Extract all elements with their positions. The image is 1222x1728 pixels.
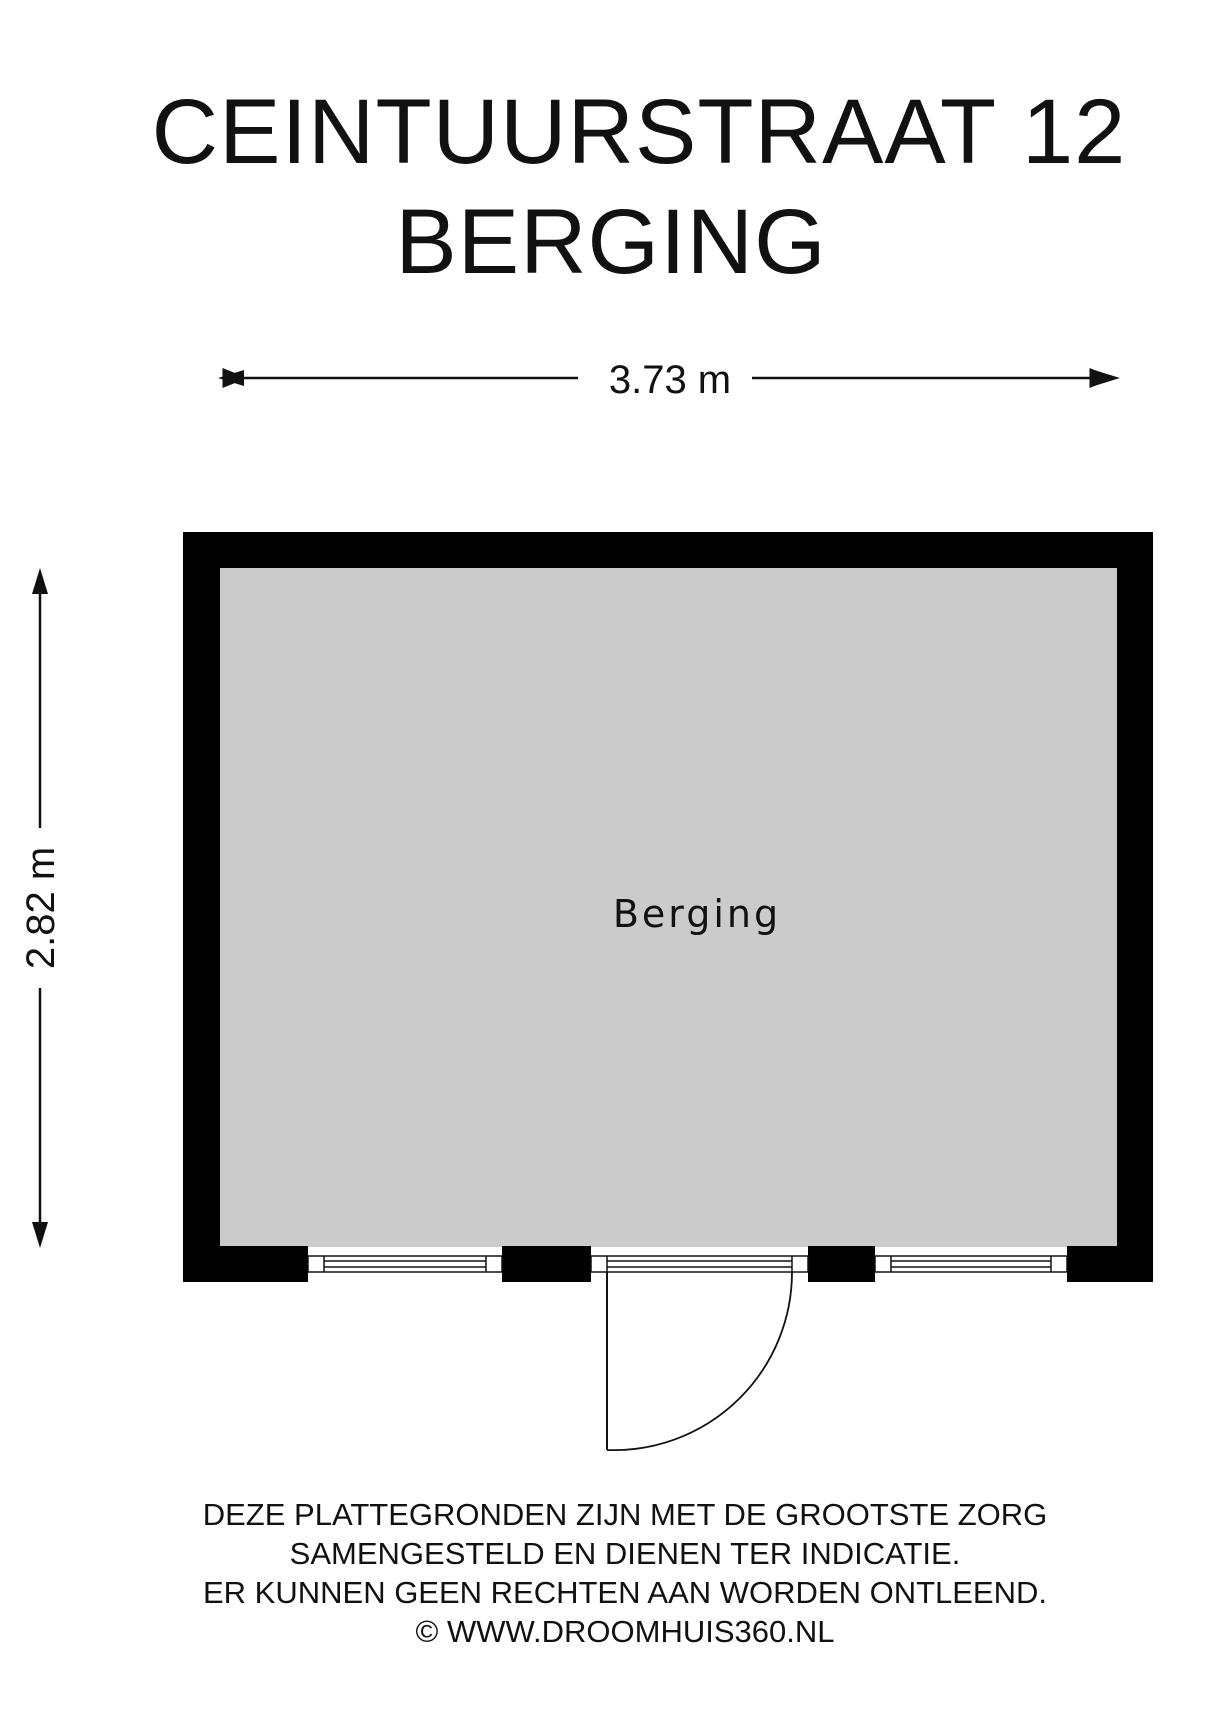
door-swing-arc bbox=[606, 1271, 793, 1451]
wall-bottom-segment-3 bbox=[808, 1246, 875, 1282]
window-2 bbox=[874, 1255, 1068, 1273]
height-arrow-up-icon bbox=[32, 568, 48, 594]
disclaimer-line-2: SAMENGESTELD EN DIENEN TER INDICATIE. bbox=[289, 1536, 961, 1571]
height-arrow-down-icon bbox=[32, 1222, 48, 1248]
height-label: 2.82 m bbox=[19, 847, 63, 969]
wall-bottom-segment-1 bbox=[183, 1246, 308, 1282]
room-floor bbox=[218, 565, 1120, 1247]
wall-left bbox=[183, 532, 220, 1282]
door bbox=[590, 1255, 809, 1451]
wall-right bbox=[1117, 532, 1153, 1282]
wall-top bbox=[183, 532, 1153, 568]
wall-bottom-segment-2 bbox=[502, 1246, 591, 1282]
disclaimer-line-3: ER KUNNEN GEEN RECHTEN AAN WORDEN ONTLEE… bbox=[203, 1575, 1047, 1610]
wall-bottom-segment-4 bbox=[1067, 1246, 1153, 1282]
width-arrow-left-icon bbox=[218, 370, 244, 386]
height-dimension: 2.82 m bbox=[19, 568, 63, 1248]
window-1 bbox=[307, 1255, 503, 1273]
disclaimer: DEZE PLATTEGRONDEN ZIJN MET DE GROOTSTE … bbox=[0, 1495, 1222, 1651]
address-title: CEINTUURSTRAAT 12 bbox=[151, 81, 1127, 183]
walls bbox=[183, 532, 1153, 1282]
copyright-line: © WWW.DROOMHUIS360.NL bbox=[415, 1614, 835, 1649]
room-label-berging: Berging bbox=[613, 892, 781, 936]
width-arrow-right-icon bbox=[1094, 370, 1120, 386]
width-label: 3.73 m bbox=[609, 358, 731, 402]
width-dimension: 3.73 m bbox=[218, 358, 1120, 402]
floor-title: BERGING bbox=[395, 191, 827, 293]
disclaimer-line-1: DEZE PLATTEGRONDEN ZIJN MET DE GROOTSTE … bbox=[202, 1497, 1048, 1532]
